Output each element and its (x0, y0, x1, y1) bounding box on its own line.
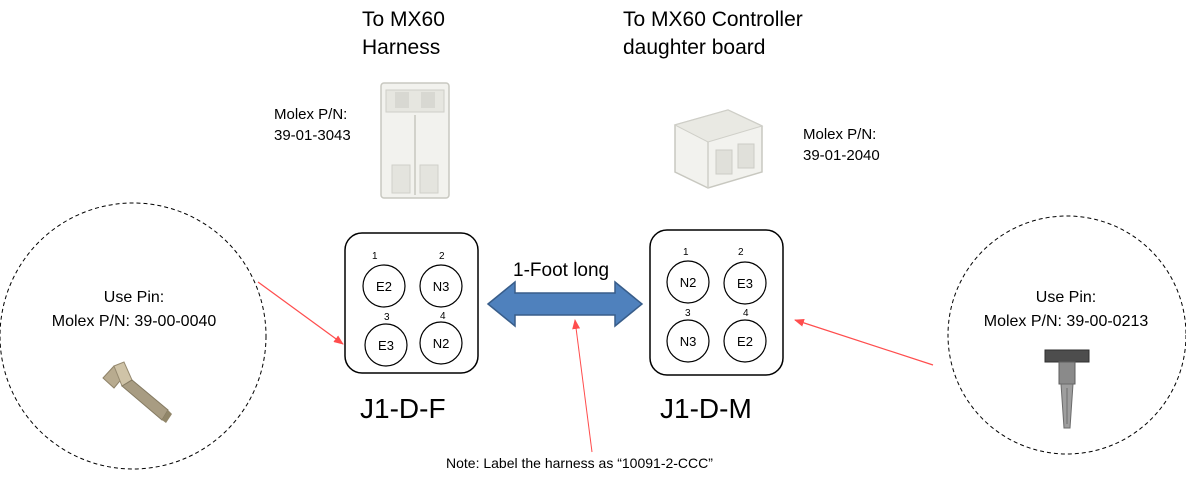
right-housing-part-number: Molex P/N: 39-01-2040 (803, 124, 880, 166)
connector-j1-d-f: 1 2 3 4 E2 N3 E3 N2 (344, 232, 479, 374)
note-pointer (572, 319, 593, 453)
connector-m-pin-number-1: 1 (683, 247, 689, 258)
connector-f-pin-label-3: E3 (378, 338, 394, 353)
connector-m-pin-label-1: N2 (680, 275, 697, 290)
right-pin-callout-circle (947, 215, 1186, 455)
cable-length-label: 1-Foot long (513, 260, 610, 281)
connector-f-pin-number-3: 3 (384, 312, 390, 323)
left-pin-callout-line-1: Use Pin: (103, 289, 165, 306)
connector-m-pin-number-2: 2 (738, 247, 744, 258)
left-housing-part-number-line-1: Molex P/N: (274, 106, 348, 123)
connector-m-pin-label-4: E2 (737, 334, 753, 349)
left-pin-callout-circle (0, 202, 267, 470)
connector-m-pin-2 (723, 261, 767, 305)
connector-m-pin-number-3: 3 (685, 308, 691, 319)
right-housing-image (673, 109, 764, 189)
left-pin-pointer (257, 281, 344, 345)
connector-f-pin-number-4: 4 (440, 311, 446, 322)
left-pin-callout-text: Use Pin: Molex P/N: 39-00-0040 (28, 286, 240, 334)
right-housing-part-number-line-2: 39-01-2040 (803, 147, 880, 164)
right-housing-part-number-line-1: Molex P/N: (803, 126, 877, 143)
left-title-line-2: Harness (362, 36, 441, 59)
connector-m-pin-3 (666, 319, 710, 363)
harness-label-note: Note: Label the harness as “10091-2-CCC” (446, 455, 713, 471)
connector-f-housing (344, 232, 479, 374)
connector-f-pin-4 (419, 321, 463, 365)
left-terminal-pin-image (102, 361, 172, 423)
right-title-line-2: daughter board (623, 36, 766, 59)
connector-m-pin-1 (666, 260, 710, 304)
connector-f-pin-number-2: 2 (439, 251, 445, 262)
connector-f-pin-3 (364, 323, 408, 367)
right-pin-callout-text: Use Pin: Molex P/N: 39-00-0213 (955, 286, 1177, 334)
connector-f-pin-1 (362, 264, 406, 308)
left-housing-part-number-line-2: 39-01-3043 (274, 127, 351, 144)
right-pin-callout-line-1: Use Pin: (1035, 289, 1097, 306)
right-title-line-1: To MX60 Controller (623, 8, 803, 31)
left-title-line-1: To MX60 (362, 8, 445, 31)
connector-f-pin-label-1: E2 (376, 279, 392, 294)
connector-m-pin-label-2: E3 (737, 276, 753, 291)
right-title: To MX60 Controller daughter board (623, 6, 803, 62)
left-housing-image (380, 82, 450, 199)
right-pin-callout-line-2: Molex P/N: 39-00-0213 (983, 313, 1149, 330)
connector-f-name: J1-D-F (360, 393, 446, 424)
right-pin-pointer (794, 318, 934, 366)
left-pin-callout-line-2: Molex P/N: 39-00-0040 (51, 313, 217, 330)
right-terminal-pin-image (1044, 349, 1090, 429)
left-title: To MX60 Harness (362, 6, 445, 62)
left-housing-part-number: Molex P/N: 39-01-3043 (274, 104, 351, 146)
connector-j1-d-m: 1 2 3 4 N2 E3 N3 E2 (649, 229, 784, 376)
connector-f-pin-label-4: N2 (433, 336, 450, 351)
connector-m-pin-number-4: 4 (743, 308, 749, 319)
connector-m-name: J1-D-M (660, 393, 752, 424)
connector-f-pin-2 (419, 264, 463, 308)
connector-m-housing (649, 229, 784, 376)
connector-f-pin-label-2: N3 (433, 279, 450, 294)
connector-f-pin-number-1: 1 (372, 251, 378, 262)
connector-m-pin-4 (723, 319, 767, 363)
cable-double-arrow (486, 280, 644, 328)
connector-m-pin-label-3: N3 (680, 334, 697, 349)
